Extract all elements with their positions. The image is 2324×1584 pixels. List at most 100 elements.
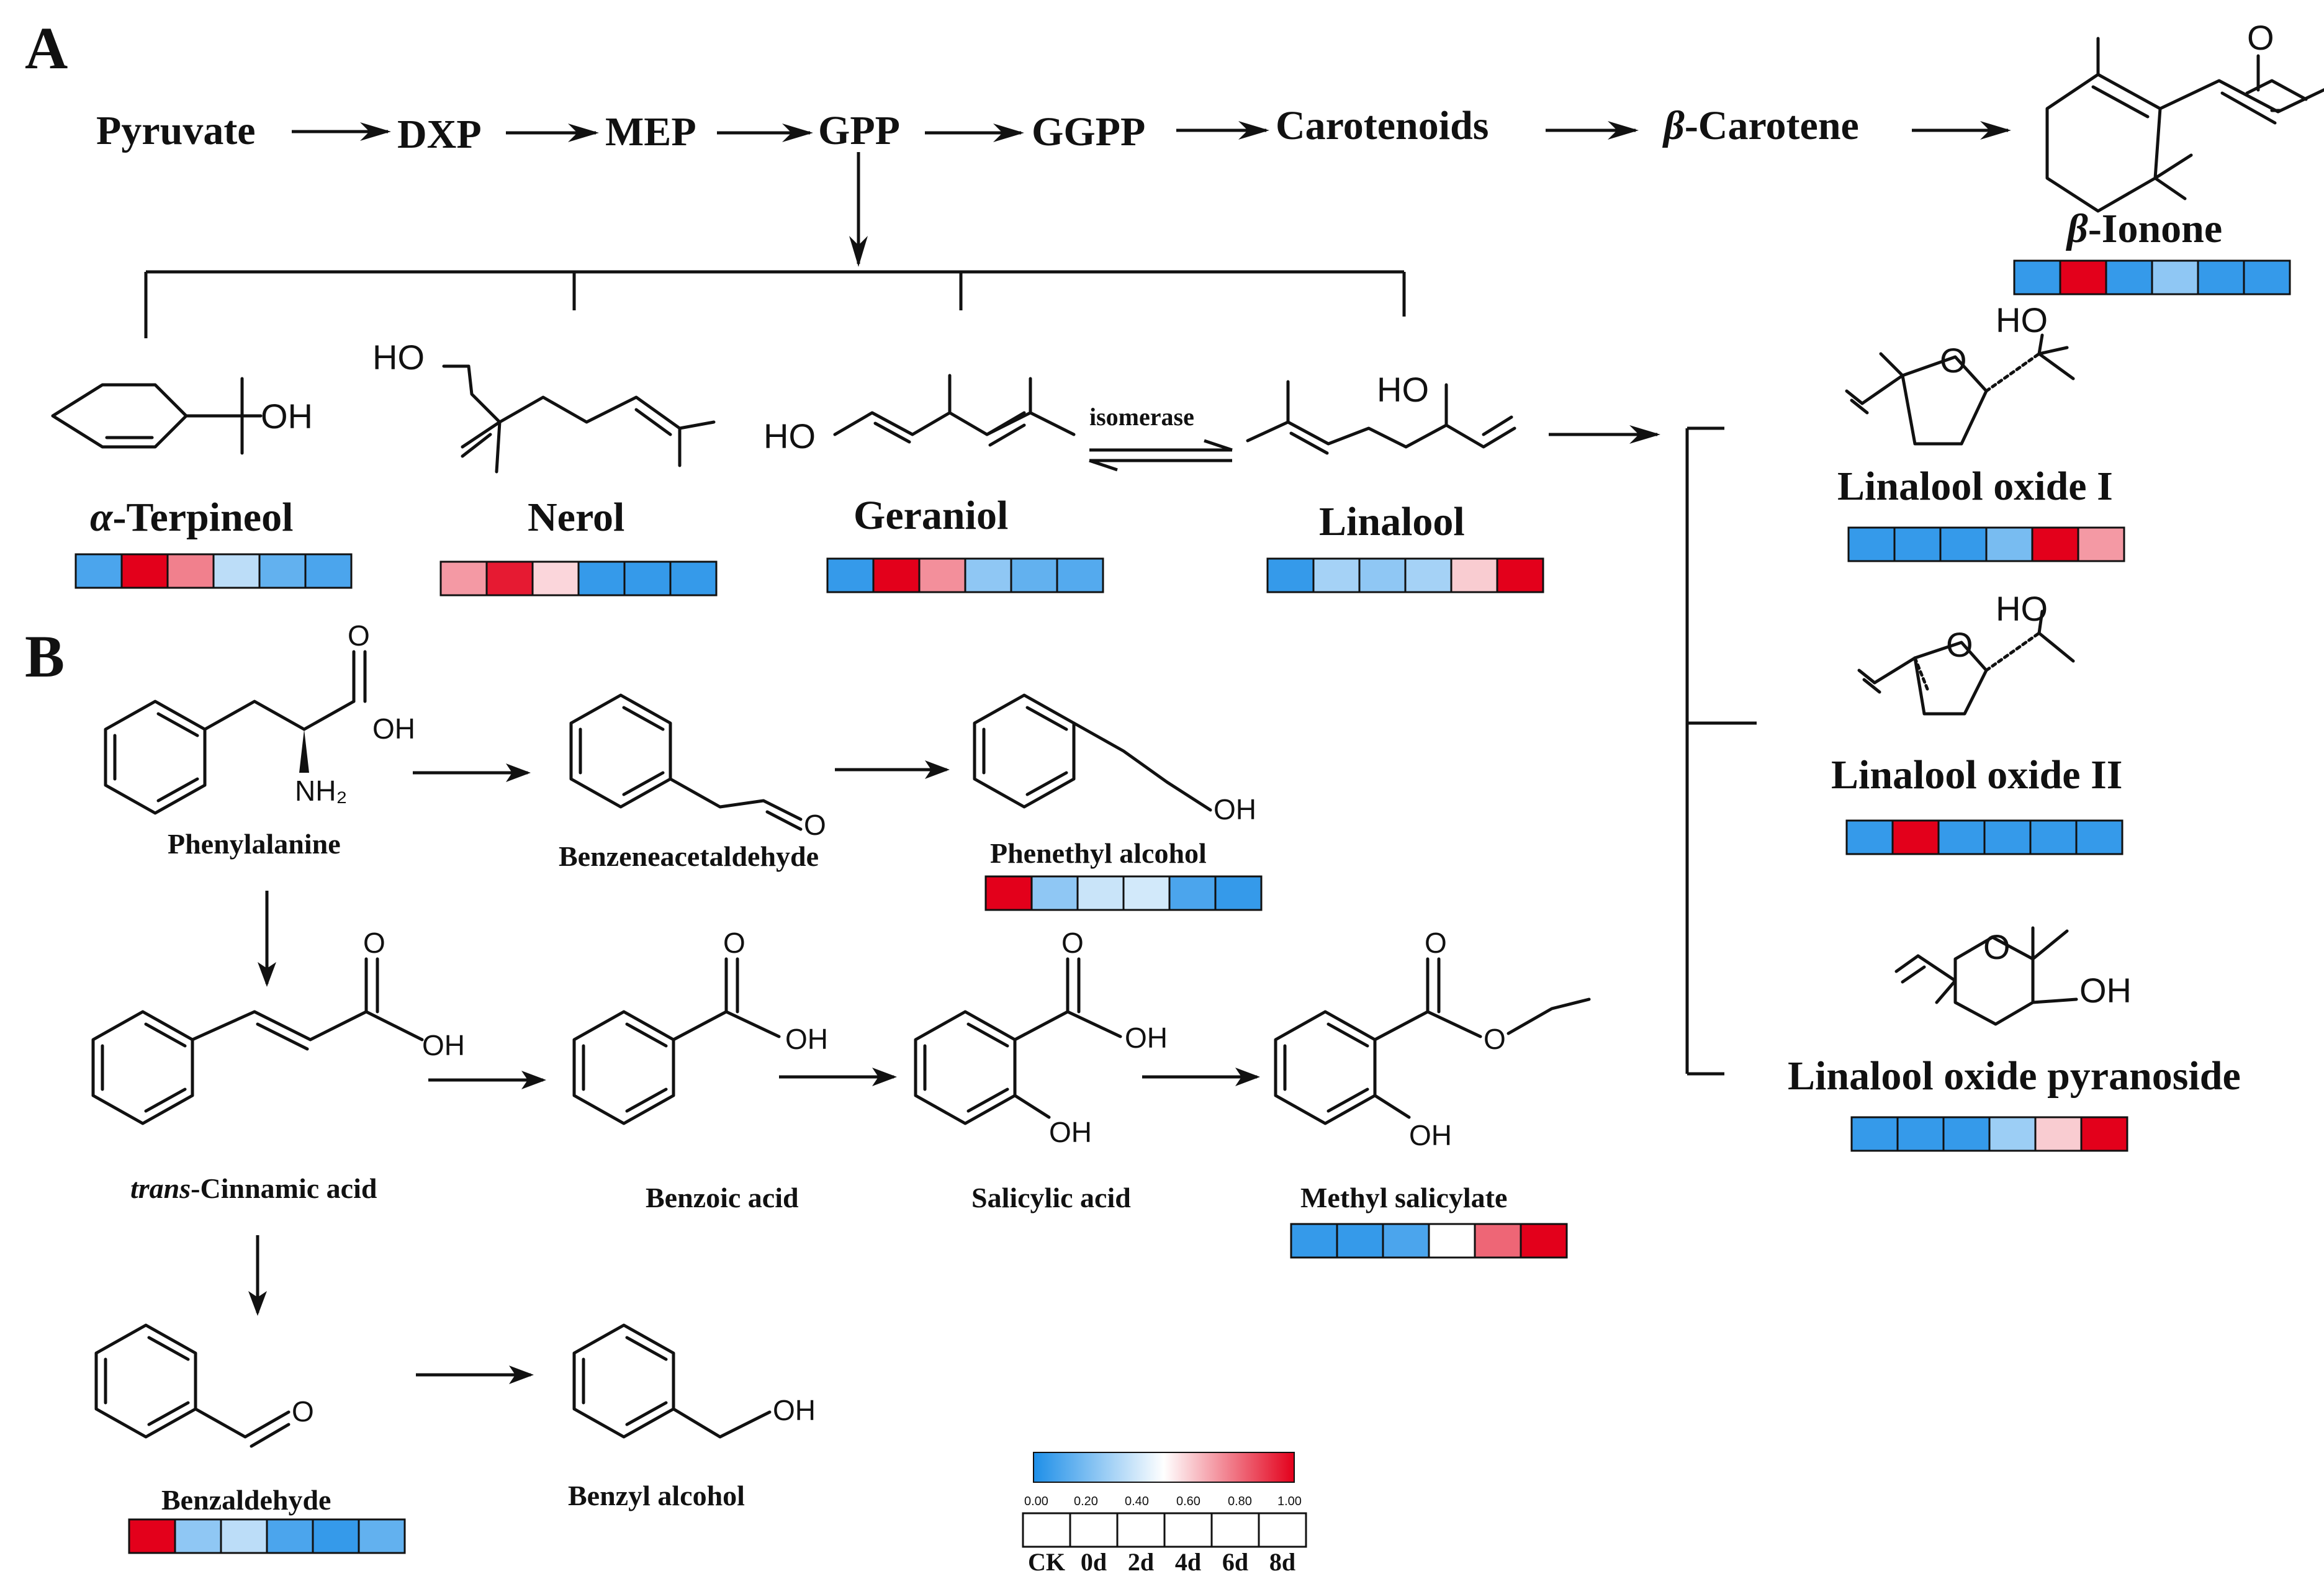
color-scale-bar [1033,1452,1295,1483]
pathway-arrows-a [292,121,2011,267]
methyl-salicylate-carbonyl-o-atom: O [1425,927,1447,959]
beta-ionone-label: β-Ionone [2065,206,2222,251]
methyl-salicylate-heat-cell-6d [1474,1223,1522,1259]
linalool-oxide-pyranoside-heat-cell-CK [1850,1116,1899,1152]
linalool-oxide-2-heat-cell-6d [2029,819,2078,855]
nerol-heat-cell-8d [669,560,718,596]
geraniol-heat-cell-0d [872,557,921,593]
linalool-oxide-2-heat-cell-4d [1983,819,2032,855]
salicylic-acid-structure [914,957,1122,1125]
beta-ionone-heatmap [2013,259,2291,295]
phenethyl-alcohol-heat-cell-0d [1030,875,1079,911]
scale-tick-3: 0.60 [1176,1495,1200,1508]
geraniol-heat-cell-8d [1056,557,1104,593]
nerol-heat-cell-2d [531,560,580,596]
benzaldehyde-o-atom: O [292,1395,314,1428]
isomerase-label: isomerase [1089,403,1194,431]
oxide-bracket [1685,426,1757,1076]
linalool-heat-cell-0d [1312,557,1361,593]
phenethyl-alcohol-heat-cell-CK [984,875,1033,911]
phenethyl-alcohol-heat-cell-4d [1122,875,1171,911]
linalool-oxide-pyranoside-heat-cell-0d [1896,1116,1945,1152]
alpha-terpineol-heat-cell-2d [166,553,215,589]
phenylalanine-nh2-atom: NH₂ [295,775,347,807]
linalool-heat-cell-4d [1404,557,1452,593]
beta-ionone-heat-cell-8d [2243,259,2291,295]
benzoic-acid-o-atom: O [723,927,745,959]
linalool-ho-atom: HO [1377,370,1429,409]
methyl-salicylate-oh-atom: OH [1409,1119,1452,1151]
pathway-beta-carotene: β-Carotene [1662,103,1859,148]
scale-tick-1: 0.20 [1074,1495,1098,1508]
linalool-label: Linalool [1319,499,1465,544]
methyl-salicylate-structure [1274,957,1591,1125]
geraniol-ho-atom: HO [763,416,816,456]
linalool-heat-cell-CK [1266,557,1315,593]
pathway-gpp: GPP [818,108,900,153]
trans-cinnamic-acid-oh-atom: OH [422,1029,465,1061]
sample-label-CK: CK [1028,1548,1065,1576]
alpha-terpineol-heat-cell-CK [74,553,123,589]
linalool-oxide-1-heat-cell-CK [1847,526,1896,562]
trans-cinnamic-acid-structure [91,957,424,1125]
beta-ionone-structure [2045,37,2324,213]
beta-ionone-heat-cell-6d [2197,259,2245,295]
nerol-heatmap [439,560,718,596]
trans-cinnamic-acid-label: trans-Cinnamic acid [130,1172,377,1204]
phenylalanine-structure [104,650,367,815]
methyl-salicylate-heat-cell-8d [1520,1223,1568,1259]
benzyl-alcohol-structure [572,1323,772,1439]
linalool-oxide-pyranoside-label: Linalool oxide pyranoside [1788,1053,2241,1099]
linalool-oxide-2-heat-cell-0d [1891,819,1940,855]
sample-label-8d: 8d [1269,1548,1295,1576]
linalool-heat-cell-8d [1496,557,1544,593]
methyl-salicylate-ester-o-atom: O [1484,1023,1506,1055]
benzoic-acid-structure [572,957,781,1125]
nerol-heat-cell-0d [485,560,534,596]
linalool-heat-cell-2d [1358,557,1407,593]
linalool-oxide-2-structure [1857,610,2075,716]
linalool-oxide-1-ho-atom: HO [1996,300,2048,340]
linalool-oxide-pyranoside-heat-cell-4d [1988,1116,2037,1152]
scale-tick-4: 0.80 [1228,1495,1252,1508]
sample-label-0d: 0d [1081,1548,1107,1576]
benzeneacetaldehyde-label: Benzeneacetaldehyde [559,840,819,872]
linalool-heat-cell-6d [1450,557,1498,593]
phenethyl-alcohol-structure [973,693,1212,812]
salicylic-acid-ring-oh-atom: OH [1049,1116,1092,1148]
pathway-ggpp: GGPP [1032,109,1145,155]
benzyl-alcohol-label: Benzyl alcohol [568,1480,745,1511]
phenethyl-alcohol-heat-cell-8d [1214,875,1263,911]
linalool-oxide-pyranoside-heat-cell-2d [1942,1116,1991,1152]
linalool-oxide-pyranoside-structure [1894,926,2078,1026]
alpha-terpineol-heat-cell-0d [120,553,169,589]
phenethyl-alcohol-heat-cell-2d [1076,875,1125,911]
geraniol-heat-cell-2d [918,557,966,593]
alpha-terpineol-heatmap [74,553,353,589]
nerol-label: Nerol [528,495,624,540]
linalool-oxide-1-o-atom: O [1940,341,1967,380]
phenethyl-alcohol-heatmap [984,875,1263,911]
linalool-oxide-1-heat-cell-8d [2077,526,2125,562]
beta-ionone-o-atom: O [2247,18,2274,57]
salicylic-acid-label: Salicylic acid [971,1182,1131,1213]
phenylalanine-oh-atom: OH [372,713,415,745]
geraniol-heat-cell-CK [826,557,875,593]
alpha-terpineol-oh-atom: OH [261,397,313,436]
nerol-heat-cell-4d [577,560,626,596]
beta-ionone-heat-cell-2d [2105,259,2153,295]
sample-label-4d: 4d [1175,1548,1201,1576]
panel-label-a: A [25,15,68,81]
scale-tick-5: 1.00 [1277,1495,1302,1508]
phenethyl-alcohol-label: Phenethyl alcohol [990,837,1207,869]
salicylic-acid-oh-atom: OH [1125,1022,1168,1054]
benzaldehyde-label: Benzaldehyde [161,1484,331,1516]
methyl-salicylate-heatmap [1290,1223,1568,1259]
linalool-oxide-1-heatmap [1847,526,2125,562]
pathway-mep: MEP [605,109,696,155]
benzyl-alcohol-oh-atom: OH [773,1394,816,1426]
benzaldehyde-heat-cell-8d [358,1518,406,1554]
linalool-oxide-2-label: Linalool oxide II [1831,752,2122,798]
methyl-salicylate-heat-cell-0d [1336,1223,1384,1259]
